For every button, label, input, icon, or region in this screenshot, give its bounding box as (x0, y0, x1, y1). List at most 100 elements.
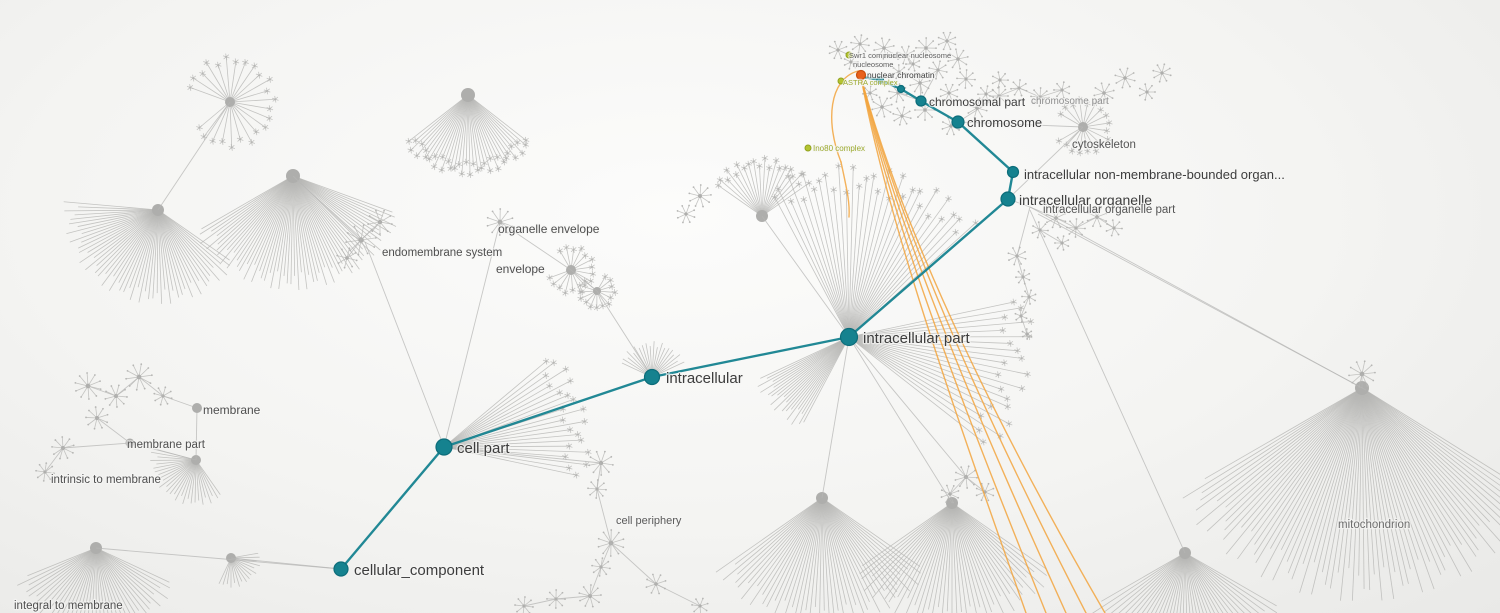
node-burst (956, 69, 976, 89)
label-intracellular-organelle[interactable]: intracellular organelle (1018, 191, 1154, 210)
node-burst (928, 60, 948, 80)
complex-node[interactable] (845, 51, 853, 59)
label-chromosome-part[interactable]: chromosome part (1030, 95, 1111, 109)
node-burst (892, 106, 912, 126)
node-burst (688, 184, 712, 208)
label-organelle-envelope[interactable]: organelle envelope (497, 221, 601, 238)
node-burst (1152, 63, 1172, 83)
label-intracellular[interactable]: intracellular (665, 369, 744, 389)
label-integral-to-membrane[interactable]: integral to membrane (13, 599, 124, 613)
node-burst (546, 589, 566, 609)
label-chromosome[interactable]: chromosome (966, 114, 1044, 132)
label-membrane[interactable]: membrane (202, 402, 262, 419)
edge-fan (715, 492, 921, 613)
label-nucleosome[interactable]: nucleosome (852, 59, 895, 71)
term-node-intracellular-organelle[interactable] (1000, 191, 1016, 207)
node-burst (937, 31, 957, 51)
edge-fan (546, 244, 597, 297)
label-intracellular-non-membrane-bounded-organ[interactable]: intracellular non-membrane-bounded organ… (1023, 166, 1286, 184)
label-cellular-component[interactable]: cellular_component (353, 561, 486, 581)
node-burst (873, 37, 895, 59)
node-burst (940, 484, 960, 504)
label-ino80-complex[interactable]: Ino80 complex (812, 143, 867, 155)
node-burst (486, 208, 514, 236)
node-burst (1138, 83, 1156, 101)
complex-node[interactable] (837, 77, 845, 85)
node-burst (991, 71, 1009, 89)
node-burst (909, 72, 931, 94)
label-chromosomal-part[interactable]: chromosomal part (928, 94, 1027, 111)
node-burst (578, 584, 602, 608)
node-burst (1086, 206, 1108, 228)
node-burst (1007, 246, 1027, 266)
node-burst (51, 436, 75, 460)
node-burst (896, 45, 916, 65)
term-node-node[interactable] (896, 84, 906, 94)
edge-fan (1182, 381, 1500, 601)
term-node-cell-part[interactable] (435, 438, 453, 456)
edge-fan (63, 201, 230, 304)
label-envelope[interactable]: envelope (495, 261, 547, 278)
term-node-chromosome[interactable] (951, 115, 965, 129)
node-burst (828, 40, 848, 60)
label-astra-complex[interactable]: ASTRA complex (842, 77, 899, 89)
edge-fan (199, 169, 397, 291)
term-node-intracellular-part[interactable] (839, 327, 859, 347)
node-burst (1348, 360, 1376, 388)
node-burst (915, 37, 937, 59)
graph-edges (44, 69, 1367, 607)
node-burst (954, 465, 978, 489)
node-burst (871, 96, 893, 118)
node-burst (1093, 82, 1115, 104)
edge-fan (848, 298, 1035, 446)
edge-fan (186, 53, 279, 151)
term-node[interactable] (192, 403, 202, 413)
edge-fans (17, 31, 1500, 613)
label-intracellular-part[interactable]: intracellular part (862, 329, 972, 349)
complex-node[interactable] (804, 144, 812, 152)
edge-fan (218, 552, 261, 588)
edge-fan (859, 497, 1047, 613)
edge-fan (576, 273, 619, 312)
term-node-cellular-component[interactable] (333, 561, 349, 577)
edge-fan (757, 336, 850, 425)
node-burst (587, 479, 607, 499)
node-burst (850, 34, 870, 54)
node-burst (939, 83, 959, 103)
node-burst (989, 86, 1009, 106)
node-burst (1114, 67, 1136, 89)
label-cell-periphery[interactable]: cell periphery (615, 514, 683, 529)
node-burst (1054, 235, 1070, 251)
label-nuclear-nucleosome[interactable]: nuclear nucleosome (883, 50, 953, 62)
node-burst (1105, 219, 1123, 237)
node-burst (336, 247, 358, 269)
node-burst (691, 597, 709, 613)
node-burst (891, 64, 907, 80)
term-node[interactable] (125, 438, 135, 448)
node-burst (85, 406, 109, 430)
edge-fan (1092, 547, 1278, 613)
term-node-nuclear-chromatin[interactable] (855, 69, 867, 81)
label-swr1-complex[interactable]: Swr1 complex (848, 50, 898, 62)
label-mitochondrion[interactable]: mitochondrion (1337, 518, 1412, 533)
node-burst (35, 462, 55, 482)
node-burst (591, 557, 611, 577)
label-intrinsic-to-membrane[interactable]: intrinsic to membrane (50, 473, 162, 488)
node-burst (676, 204, 696, 224)
label-membrane-part[interactable]: membrane part (126, 438, 207, 453)
edge-fan (443, 357, 592, 479)
term-node-node[interactable] (875, 75, 885, 85)
term-node-chromosomal-part[interactable] (915, 95, 927, 107)
term-node-intracellular-non-membrane-bounded-organelle[interactable] (1006, 165, 1020, 179)
label-cytoskeleton[interactable]: cytoskeleton (1071, 138, 1137, 153)
node-burst (645, 573, 667, 595)
label-cell-part[interactable]: cell part (456, 439, 512, 459)
highlight-edges-orange (831, 70, 1106, 613)
label-intracellular-organelle-part[interactable]: intracellular organelle part (1042, 203, 1178, 218)
label-endomembrane-system[interactable]: endomembrane system (381, 246, 504, 261)
label-nuclear-chromatin[interactable]: nuclear chromatin (866, 69, 936, 82)
term-node-intracellular[interactable] (643, 368, 661, 386)
node-burst (125, 363, 153, 391)
